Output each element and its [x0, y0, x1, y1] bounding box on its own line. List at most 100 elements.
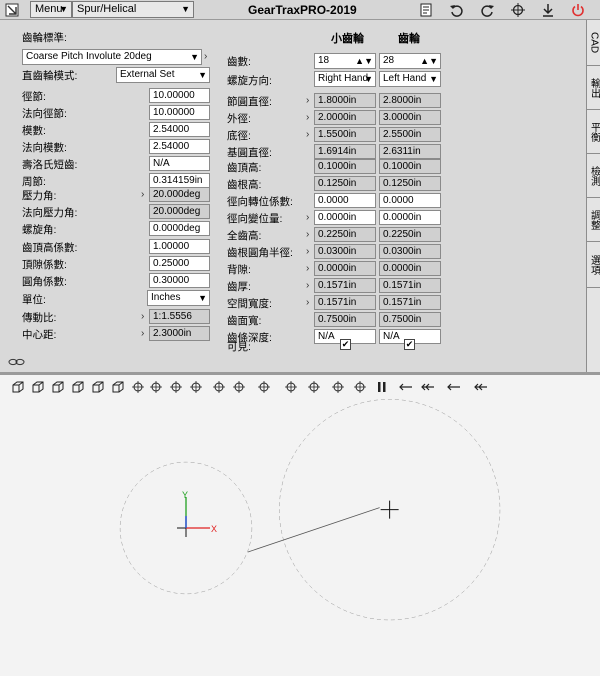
pinion-addendum-field-0[interactable]: 0.1000in	[314, 159, 376, 174]
pinion-visible-checkbox[interactable]: ✔	[340, 339, 351, 350]
side-tab-0[interactable]: CAD	[587, 20, 600, 66]
tooth-expand-icon-3[interactable]: ›	[306, 280, 310, 291]
spec-field-4[interactable]: N/A	[149, 156, 210, 171]
gear-viewer[interactable]: X Y	[0, 375, 600, 676]
angle-field-0[interactable]: 20.000deg	[149, 187, 210, 202]
gear-tooth-field-0[interactable]: 0.2250in	[379, 227, 441, 242]
coef-field-0[interactable]: 1.00000	[149, 239, 210, 254]
gear-hand-select[interactable]: Left Hand▼	[379, 71, 441, 87]
standard-select[interactable]: Coarse Pitch Involute 20deg▼	[22, 49, 202, 65]
rotate-pinion-icon[interactable]	[148, 379, 164, 395]
step-back-icon[interactable]	[446, 379, 462, 395]
view-back-icon[interactable]	[50, 379, 66, 395]
angle-expand-icon-0[interactable]: ›	[141, 189, 145, 200]
diameter-expand-icon-2[interactable]: ›	[306, 129, 310, 140]
coef-field-1[interactable]: 0.25000	[149, 256, 210, 271]
spin-icon[interactable]	[211, 379, 227, 395]
fit-icon[interactable]	[306, 379, 322, 395]
pinion-addendum-field-3[interactable]: 0.0000in	[314, 210, 376, 225]
gear-visible-checkbox[interactable]: ✔	[404, 339, 415, 350]
pinion-tooth-field-0[interactable]: 0.2250in	[314, 227, 376, 242]
gear-teeth-spinner[interactable]: 28▲▼	[379, 53, 441, 69]
gear-canvas[interactable]: X Y	[0, 399, 600, 676]
pinion-tooth-field-4[interactable]: 0.1571in	[314, 295, 376, 310]
power-icon[interactable]	[568, 0, 588, 20]
coef-field-2[interactable]: 0.30000	[149, 273, 210, 288]
gear-tooth-field-1[interactable]: 0.0300in	[379, 244, 441, 259]
standard-expand-icon[interactable]: ›	[204, 51, 208, 62]
center-distance-expand-icon[interactable]: ›	[141, 328, 145, 339]
pinion-diameter-field-3[interactable]: 1.6914in	[314, 144, 376, 159]
gear-addendum-field-0[interactable]: 0.1000in	[379, 159, 441, 174]
spec-field-5[interactable]: 0.314159in	[149, 173, 210, 188]
view-origin-icon[interactable]	[10, 379, 26, 395]
gear-addendum-field-2[interactable]: 0.0000	[379, 193, 441, 208]
center-icon[interactable]	[352, 379, 368, 395]
pinion-tooth-field-3[interactable]: 0.1571in	[314, 278, 376, 293]
move-icon[interactable]	[283, 379, 299, 395]
gear-diameter-field-3[interactable]: 2.6311in	[379, 144, 441, 159]
panel-separator[interactable]	[0, 372, 600, 375]
mirror-icon[interactable]	[256, 379, 272, 395]
tooth-expand-icon-4[interactable]: ›	[306, 297, 310, 308]
section-icon[interactable]	[188, 379, 204, 395]
document-icon[interactable]	[416, 0, 436, 20]
gear-addendum-field-3[interactable]: 0.0000in	[379, 210, 441, 225]
pinion-tooth-field-5[interactable]: 0.7500in	[314, 312, 376, 327]
mesh-icon[interactable]	[330, 379, 346, 395]
pinion-tooth-field-2[interactable]: 0.0000in	[314, 261, 376, 276]
pinion-diameter-field-2[interactable]: 1.5500in	[314, 127, 376, 142]
pause-icon[interactable]	[374, 379, 390, 395]
view-iso-icon[interactable]	[110, 379, 126, 395]
diameter-expand-icon-0[interactable]: ›	[306, 95, 310, 106]
link-icon[interactable]	[8, 357, 26, 369]
undo-icon[interactable]	[446, 0, 466, 20]
redo-icon[interactable]	[478, 0, 498, 20]
spec-field-0[interactable]: 10.00000	[149, 88, 210, 103]
angle-field-1[interactable]: 20.000deg	[149, 204, 210, 219]
side-tab-1[interactable]: 輸出	[587, 66, 600, 110]
spec-field-1[interactable]: 10.00000	[149, 105, 210, 120]
view-top-icon[interactable]	[70, 379, 86, 395]
tooth-expand-icon-1[interactable]: ›	[306, 246, 310, 257]
pinion-addendum-field-2[interactable]: 0.0000	[314, 193, 376, 208]
tooth-expand-icon-0[interactable]: ›	[306, 229, 310, 240]
gear-diameter-field-1[interactable]: 3.0000in	[379, 110, 441, 125]
spec-field-2[interactable]: 2.54000	[149, 122, 210, 137]
ratio-expand-icon[interactable]: ›	[141, 311, 145, 322]
rewind-icon[interactable]	[420, 379, 436, 395]
view-side-icon[interactable]	[90, 379, 106, 395]
unit-select[interactable]: Inches▼	[147, 290, 210, 306]
measure-icon[interactable]	[168, 379, 184, 395]
pinion-hand-select[interactable]: Right Hand▼	[314, 71, 376, 87]
download-icon[interactable]	[538, 0, 558, 20]
pinion-teeth-spinner[interactable]: 18▲▼	[314, 53, 376, 69]
play-back-icon[interactable]	[473, 379, 489, 395]
side-tab-5[interactable]: 選項	[587, 242, 600, 288]
gear-addendum-field-1[interactable]: 0.1250in	[379, 176, 441, 191]
pinion-tooth-field-1[interactable]: 0.0300in	[314, 244, 376, 259]
side-tab-2[interactable]: 平衡	[587, 110, 600, 154]
pinion-diameter-field-0[interactable]: 1.8000in	[314, 93, 376, 108]
exit-icon[interactable]	[2, 0, 22, 20]
view-front-icon[interactable]	[30, 379, 46, 395]
gear-tooth-field-3[interactable]: 0.1571in	[379, 278, 441, 293]
pinion-diameter-field-1[interactable]: 2.0000in	[314, 110, 376, 125]
ratio-field[interactable]: 1:1.5556	[149, 309, 210, 324]
center-distance-field[interactable]: 2.3000in	[149, 326, 210, 341]
side-tab-4[interactable]: 調整	[587, 198, 600, 242]
tooth-expand-icon-2[interactable]: ›	[306, 263, 310, 274]
target-icon[interactable]	[508, 0, 528, 20]
view-boundary-icon[interactable]	[130, 379, 146, 395]
gear-diameter-field-0[interactable]: 2.8000in	[379, 93, 441, 108]
diameter-expand-icon-1[interactable]: ›	[306, 112, 310, 123]
gear-tooth-field-5[interactable]: 0.7500in	[379, 312, 441, 327]
gear-tooth-field-4[interactable]: 0.1571in	[379, 295, 441, 310]
step-forward-icon[interactable]	[398, 379, 414, 395]
pan-icon[interactable]	[231, 379, 247, 395]
pinion-addendum-field-1[interactable]: 0.1250in	[314, 176, 376, 191]
spec-field-3[interactable]: 2.54000	[149, 139, 210, 154]
gear-diameter-field-2[interactable]: 2.5500in	[379, 127, 441, 142]
angle-field-2[interactable]: 0.0000deg	[149, 221, 210, 236]
driven-gear[interactable]	[265, 399, 514, 634]
